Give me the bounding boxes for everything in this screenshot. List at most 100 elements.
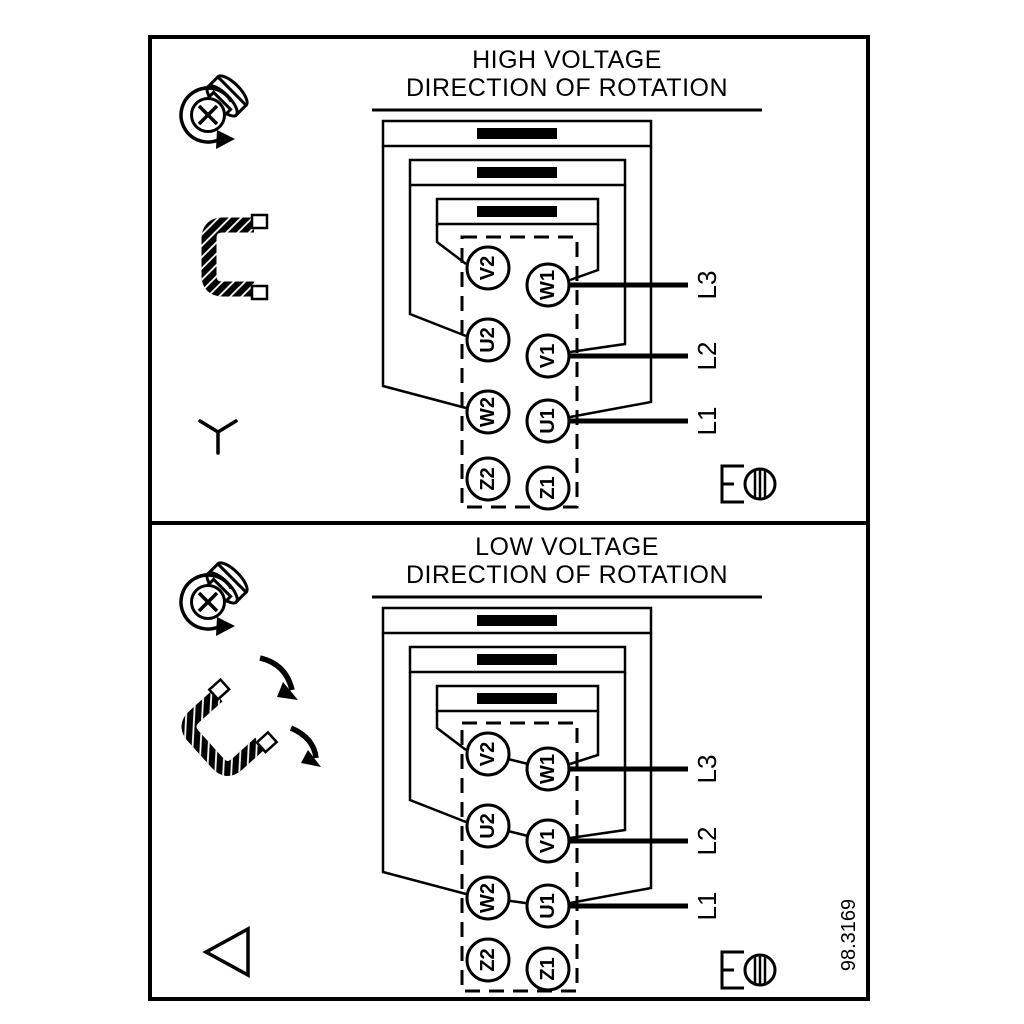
wire-loop xyxy=(408,158,627,187)
terminal: U2 xyxy=(465,317,511,363)
phase-label: L2 xyxy=(692,827,722,856)
terminal-label: U2 xyxy=(477,813,499,839)
terminal-circle xyxy=(525,262,571,308)
terminal-label: V1 xyxy=(537,344,559,368)
terminal: W2 xyxy=(465,875,511,921)
wires-left xyxy=(381,146,467,410)
terminal-circle xyxy=(465,389,511,435)
panel-low-voltage: LOW VOLTAGE DIRECTION OF ROTATION L3 xyxy=(177,533,860,993)
terminal: Z1 xyxy=(525,946,571,992)
terminal-circle xyxy=(465,875,511,921)
terminal: V1 xyxy=(525,333,571,379)
terminal-circle xyxy=(525,465,571,511)
terminal: Z1 xyxy=(525,465,571,511)
terminal-label: V2 xyxy=(477,256,499,280)
terminal-circle xyxy=(465,803,511,849)
ground-terminal-icon xyxy=(720,464,777,504)
jumper-bar xyxy=(477,615,557,626)
terminal-label: Z1 xyxy=(537,957,559,980)
panel-high-voltage: HIGH VOLTAGE DIRECTION OF ROTATION L3 xyxy=(179,46,777,511)
wires-right xyxy=(569,633,653,905)
terminal-circle xyxy=(465,731,511,777)
wire xyxy=(569,185,627,354)
terminal-label: U1 xyxy=(537,893,559,919)
wire-loops xyxy=(381,119,653,226)
jumper-bar xyxy=(477,693,557,704)
terminal: V1 xyxy=(525,818,571,864)
wire-loop xyxy=(381,606,653,635)
figure-number: 98.3169 xyxy=(838,899,860,971)
phase-label: L1 xyxy=(692,892,722,921)
wire xyxy=(569,633,653,905)
phase-label: L3 xyxy=(692,755,722,784)
wire-loops xyxy=(381,606,653,713)
jumper-bracket-moved-icon xyxy=(177,655,321,781)
wire xyxy=(435,711,467,751)
terminal-circle xyxy=(525,883,571,929)
arrow-icon xyxy=(301,750,321,767)
delta-links xyxy=(508,757,528,905)
terminal-circle xyxy=(525,818,571,864)
wires-right xyxy=(569,146,653,419)
screw-rotation-icon xyxy=(179,69,254,151)
terminal-label: U1 xyxy=(537,408,559,434)
arrow-icon xyxy=(277,682,298,700)
terminal-label: W1 xyxy=(537,270,559,300)
jumper-bar xyxy=(477,128,557,139)
wire-loop xyxy=(435,684,600,713)
panel-title: LOW VOLTAGE xyxy=(475,533,659,561)
terminal-label: V1 xyxy=(537,829,559,853)
terminal: V2 xyxy=(465,731,511,777)
terminal-label: V2 xyxy=(477,742,499,766)
jumper-bars xyxy=(477,615,557,704)
terminal: W1 xyxy=(525,262,571,308)
terminal: Z2 xyxy=(465,937,511,983)
wire xyxy=(381,146,467,410)
terminal-label: Z1 xyxy=(537,476,559,499)
wire xyxy=(569,672,627,840)
terminal-circle xyxy=(525,398,571,444)
terminal: U1 xyxy=(525,398,571,444)
wire xyxy=(569,146,653,419)
phase-label: L3 xyxy=(692,271,722,300)
wire xyxy=(569,224,600,282)
diagram-frame xyxy=(148,35,870,1001)
terminal-circle xyxy=(465,937,511,983)
terminal-circle xyxy=(525,946,571,992)
jumper-bar xyxy=(477,206,557,217)
terminal-label: Z2 xyxy=(477,467,499,490)
star-connection-icon xyxy=(198,419,238,455)
terminal-circle xyxy=(465,245,511,291)
wire-loop xyxy=(408,645,627,674)
phase-lines: L3 L2 L1 xyxy=(569,271,722,435)
terminals: V2 W1 U2 V1 W2 U1 xyxy=(465,731,571,992)
screw-rotation-icon xyxy=(179,556,254,638)
terminal: V2 xyxy=(465,245,511,291)
panel-subtitle: DIRECTION OF ROTATION xyxy=(406,561,728,589)
jumper-bar xyxy=(477,167,557,178)
delta-connection-icon xyxy=(202,926,250,978)
terminal-block xyxy=(460,235,579,509)
delta-link-wire xyxy=(508,899,528,905)
wire xyxy=(408,185,467,338)
wire xyxy=(408,672,467,824)
jumper-bars xyxy=(477,128,557,217)
terminal: W2 xyxy=(465,389,511,435)
wire-loop xyxy=(435,197,600,226)
terminal-label: W2 xyxy=(477,883,499,913)
terminal: W1 xyxy=(525,746,571,792)
wires-left xyxy=(381,633,467,896)
terminal: U2 xyxy=(465,803,511,849)
jumper-bracket-icon xyxy=(209,215,267,299)
terminal-label: W2 xyxy=(477,397,499,427)
ground-terminal-icon xyxy=(720,950,777,990)
panel-title: HIGH VOLTAGE xyxy=(472,46,662,74)
wire xyxy=(381,633,467,896)
jumper-bar xyxy=(477,654,557,665)
delta-link-wire xyxy=(508,829,528,838)
terminal-circle xyxy=(525,333,571,379)
terminal-circle xyxy=(465,456,511,502)
terminal-circle xyxy=(525,746,571,792)
terminal-label: W1 xyxy=(537,754,559,784)
